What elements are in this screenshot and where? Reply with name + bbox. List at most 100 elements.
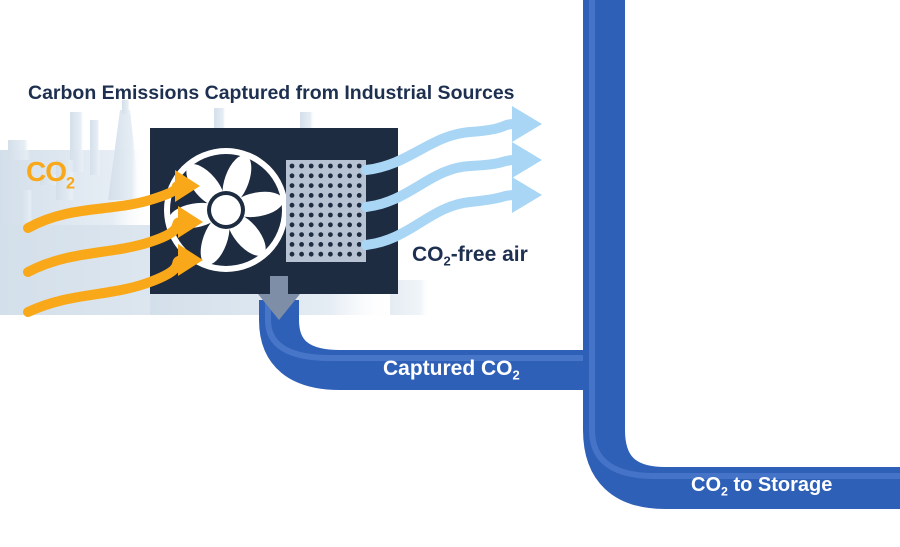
- filter-hole: [356, 212, 362, 218]
- filter-hole: [308, 183, 314, 189]
- filter-hole: [318, 222, 324, 228]
- filter-hole: [318, 242, 324, 247]
- filter-hole: [347, 251, 352, 257]
- co2-source-label-sub: 2: [66, 174, 75, 193]
- filter-hole: [328, 163, 333, 169]
- filter-hole: [308, 163, 314, 169]
- filter-hole: [289, 251, 295, 257]
- co2-pipeline-vertical: [583, 0, 900, 509]
- capture-unit: [150, 128, 398, 294]
- filter-hole: [289, 193, 295, 198]
- filter-hole: [289, 173, 295, 179]
- filter-hole: [308, 232, 314, 238]
- filter-hole: [347, 202, 352, 208]
- filter-hole: [328, 242, 333, 247]
- co2-free-air-label-sub: 2: [443, 253, 451, 269]
- co2-source-label: CO2: [26, 156, 75, 191]
- co2-pipeline-label-pre: CO: [634, 233, 657, 264]
- filter-hole: [289, 212, 295, 218]
- filter-hole: [289, 232, 295, 238]
- filter-hole: [328, 212, 333, 218]
- filter-hole: [337, 193, 343, 198]
- filter-hole: [337, 173, 343, 179]
- filter-hole: [347, 193, 352, 198]
- filter-hole: [318, 173, 324, 179]
- co2-to-storage-label-pre: CO: [691, 474, 721, 496]
- filter-hole: [337, 222, 343, 228]
- filter-hole: [289, 183, 295, 189]
- filter-hole: [308, 212, 314, 218]
- co2-free-air-label-pre: CO: [412, 243, 444, 266]
- filter-hole: [347, 232, 352, 238]
- filter-hole: [356, 163, 362, 169]
- filter-hole: [318, 232, 324, 238]
- filter-hole: [356, 183, 362, 189]
- captured-co2-label-sub: 2: [512, 367, 520, 383]
- filter-hole: [328, 173, 333, 179]
- filter-hole: [308, 242, 314, 247]
- filter-hole: [356, 222, 362, 228]
- filter-hole: [337, 212, 343, 218]
- diagram-title: Carbon Emissions Captured from Industria…: [28, 82, 515, 104]
- filter-hole: [299, 202, 304, 208]
- filter-hole: [328, 183, 333, 189]
- filter-hole: [356, 202, 362, 208]
- filter-hole: [299, 251, 304, 257]
- clean-air-arrows: [361, 119, 520, 250]
- filter-hole: [347, 163, 352, 169]
- filter-hole: [328, 202, 333, 208]
- filter-hole: [308, 193, 314, 198]
- co2-pipeline-label-sub: 2: [644, 226, 659, 234]
- co2-free-air-label-post: -free air: [450, 243, 528, 266]
- filter-hole: [347, 173, 352, 179]
- filter-hole: [347, 183, 352, 189]
- filter-hole: [337, 183, 343, 189]
- filter-hole: [356, 173, 362, 179]
- co2-pipeline-label: CO2 Pipeline: [634, 144, 659, 264]
- filter-hole: [337, 163, 343, 169]
- filter-hole: [299, 232, 304, 238]
- co2-free-air-label: CO2-free air: [412, 243, 528, 269]
- captured-co2-label-pre: Captured CO: [383, 357, 513, 380]
- filter-hole: [308, 173, 314, 179]
- filter-hole: [328, 222, 333, 228]
- filter-hole: [347, 242, 352, 247]
- filter-hole: [289, 202, 295, 208]
- filter-hole: [289, 242, 295, 247]
- co2-to-storage-label-post: to Storage: [727, 474, 833, 496]
- filter-hole: [299, 183, 304, 189]
- captured-co2-label: Captured CO2: [383, 357, 520, 383]
- filter-hole: [299, 212, 304, 218]
- filter-hole: [318, 251, 324, 257]
- filter-hole: [328, 193, 333, 198]
- filter-hole: [337, 251, 343, 257]
- filter-hole: [328, 232, 333, 238]
- co2-source-label-main: CO: [26, 156, 67, 187]
- filter-hole: [328, 251, 333, 257]
- filter-hole: [356, 193, 362, 198]
- filter-hole: [308, 202, 314, 208]
- filter-hole: [356, 251, 362, 257]
- filter-hole: [318, 183, 324, 189]
- filter-hole: [318, 193, 324, 198]
- filter-hole: [308, 251, 314, 257]
- down-arrow-icon: [258, 276, 300, 320]
- co2-pipeline-label-post: Pipeline: [634, 144, 657, 227]
- filter-hole: [289, 222, 295, 228]
- filter-hole: [308, 222, 314, 228]
- filter-hole: [347, 222, 352, 228]
- filter-hole: [299, 173, 304, 179]
- filter-hole: [337, 232, 343, 238]
- captured-co2-pipe: [259, 300, 604, 390]
- clean-air-arrowheads: [512, 106, 542, 213]
- co2-to-storage-label-sub: 2: [721, 484, 728, 499]
- filter-hole: [299, 163, 304, 169]
- filter-hole: [299, 242, 304, 247]
- filter-hole: [289, 163, 295, 169]
- filter-hole: [356, 242, 362, 247]
- filter-hole: [318, 163, 324, 169]
- filter-hole: [347, 212, 352, 218]
- filter-hole: [337, 202, 343, 208]
